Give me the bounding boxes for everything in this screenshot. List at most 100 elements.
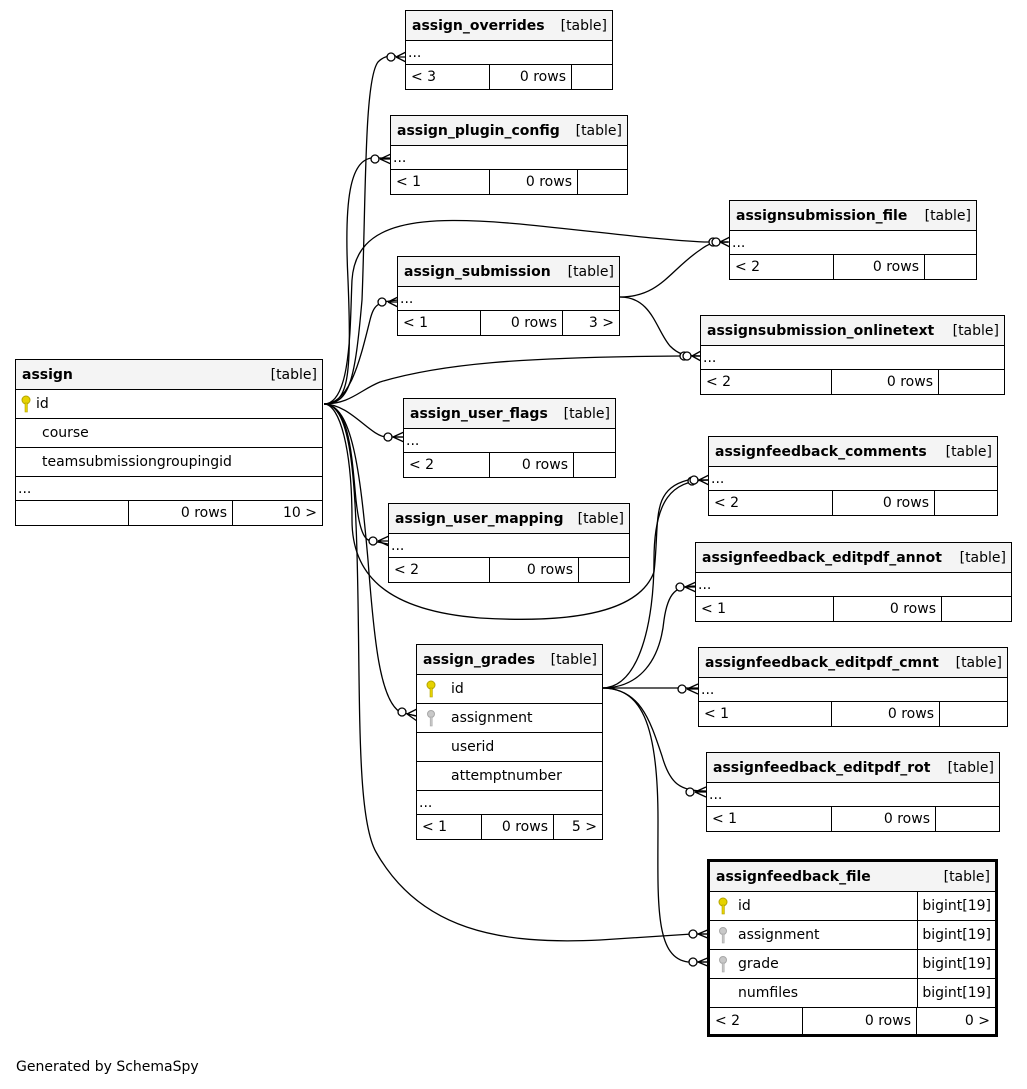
row-count: 0 rows	[481, 815, 553, 839]
column-row-course[interactable]: course	[16, 419, 322, 448]
children-count[interactable]	[924, 255, 976, 279]
column-name: attemptnumber	[451, 768, 562, 784]
table-assignfeedback-editpdf-cmnt[interactable]: assignfeedback_editpdf_cmnt [table] ... …	[698, 647, 1008, 727]
parents-count[interactable]: < 2	[714, 495, 740, 511]
table-assignfeedback-editpdf-rot[interactable]: assignfeedback_editpdf_rot [table] ... <…	[706, 752, 1000, 832]
column-row-assignment[interactable]: assignment	[417, 704, 602, 733]
table-assign-user-mapping[interactable]: assign_user_mapping [table] ... < 2 0 ro…	[388, 503, 630, 583]
column-row-numfiles[interactable]: numfiles bigint[19]	[710, 979, 995, 1008]
table-header: assignfeedback_comments [table]	[709, 437, 997, 467]
table-type-tag: [table]	[943, 868, 990, 885]
ellipsis-text: ...	[408, 44, 422, 61]
parents-count[interactable]: < 2	[394, 562, 420, 578]
row-count: 0 rows	[831, 702, 939, 726]
column-name: id	[36, 396, 49, 412]
table-type-tag: [table]	[550, 651, 597, 668]
parents-count[interactable]: < 2	[409, 457, 435, 473]
children-count[interactable]	[573, 453, 615, 477]
edge-grades-comments	[601, 479, 709, 689]
table-type-tag: [table]	[955, 654, 1002, 671]
edge-submission-file	[619, 241, 729, 298]
row-count: 0 rows	[831, 370, 938, 394]
column-name: course	[42, 425, 89, 441]
column-name: id	[738, 898, 751, 914]
column-type: bigint[19]	[917, 979, 995, 1007]
endpoint-cmnt	[677, 684, 687, 694]
table-assignfeedback-comments[interactable]: assignfeedback_comments [table] ... < 2 …	[708, 436, 998, 516]
parents-count[interactable]: < 1	[403, 315, 429, 331]
crowfoot-annot	[684, 581, 697, 593]
ellipsis-row: ...	[398, 287, 619, 311]
parents-count[interactable]: < 1	[704, 706, 730, 722]
table-header: assign_user_flags [table]	[404, 399, 615, 429]
column-row-attemptnumber[interactable]: attemptnumber	[417, 762, 602, 791]
row-count: 0 rows	[833, 597, 941, 621]
row-count: 0 rows	[489, 453, 573, 477]
table-assign-grades[interactable]: assign_grades [table] id assignment user…	[416, 644, 603, 840]
parents-count[interactable]: < 1	[422, 819, 448, 835]
endpoint-submission	[377, 297, 387, 307]
table-assign-overrides[interactable]: assign_overrides [table] ... < 3 0 rows	[405, 10, 613, 90]
column-name: grade	[738, 956, 779, 972]
children-count[interactable]	[934, 491, 997, 515]
table-assignfeedback-file[interactable]: assignfeedback_file [table] id bigint[19…	[707, 859, 998, 1037]
endpoint-file-grade	[688, 957, 698, 967]
column-row-assignment[interactable]: assignment bigint[19]	[710, 921, 995, 950]
parents-count[interactable]	[16, 501, 128, 525]
children-count[interactable]	[938, 370, 1004, 394]
children-count[interactable]	[935, 807, 999, 831]
parents-count[interactable]: < 2	[735, 259, 761, 275]
edge-assign-overrides	[323, 55, 397, 405]
parents-count[interactable]: < 2	[706, 374, 732, 390]
table-name: assign_plugin_config	[397, 122, 560, 139]
row-count: 0 rows	[480, 311, 562, 335]
table-assignfeedback-editpdf-annot[interactable]: assignfeedback_editpdf_annot [table] ...…	[695, 542, 1012, 622]
table-assignsubmission-onlinetext[interactable]: assignsubmission_onlinetext [table] ... …	[700, 315, 1005, 395]
table-footer: < 1 0 rows 3 >	[398, 311, 619, 335]
children-count[interactable]	[939, 702, 1007, 726]
parents-count[interactable]: < 1	[712, 811, 738, 827]
table-footer: < 1 0 rows 5 >	[417, 815, 602, 839]
parents-count[interactable]: < 2	[715, 1013, 741, 1029]
crowfoot-grades	[406, 708, 418, 722]
endpoint-comments-b	[689, 475, 699, 485]
table-assignsubmission-file[interactable]: assignsubmission_file [table] ... < 2 0 …	[729, 200, 977, 280]
table-assign-submission[interactable]: assign_submission [table] ... < 1 0 rows…	[397, 256, 620, 336]
children-count[interactable]: 3 >	[562, 311, 619, 335]
parents-count[interactable]: < 1	[701, 601, 727, 617]
table-footer: < 2 0 rows	[404, 453, 615, 477]
table-name: assignfeedback_editpdf_cmnt	[705, 654, 939, 671]
ellipsis-row: ...	[709, 467, 997, 491]
children-count[interactable]	[578, 558, 629, 582]
table-name: assign_grades	[423, 651, 536, 668]
column-row-teamsubmissiongroupingid[interactable]: teamsubmissiongroupingid	[16, 448, 322, 477]
children-count[interactable]	[577, 170, 627, 194]
table-type-tag: [table]	[924, 207, 971, 224]
table-footer: < 2 0 rows 0 >	[710, 1008, 995, 1034]
table-header: assignsubmission_onlinetext [table]	[701, 316, 1004, 346]
table-assign[interactable]: assign [table] id course teamsubmissiong…	[15, 359, 323, 526]
children-count[interactable]: 5 >	[553, 815, 602, 839]
crowfoot-overrides	[395, 51, 407, 63]
parents-count[interactable]: < 1	[396, 174, 422, 190]
crowfoot-comments	[698, 474, 710, 486]
column-row-id[interactable]: id	[417, 675, 602, 704]
endpoint-plugin-config	[370, 154, 380, 164]
children-count[interactable]	[941, 597, 1011, 621]
table-assign-user-flags[interactable]: assign_user_flags [table] ... < 2 0 rows	[403, 398, 616, 478]
table-name: assign_overrides	[412, 17, 545, 34]
column-row-id[interactable]: id	[16, 390, 322, 419]
children-count[interactable]: 0 >	[916, 1008, 995, 1034]
children-count[interactable]	[571, 65, 612, 89]
ellipsis-text: ...	[709, 786, 723, 803]
table-name: assign_submission	[404, 263, 551, 280]
foreign-key-icon	[417, 709, 445, 727]
column-row-userid[interactable]: userid	[417, 733, 602, 762]
parents-count[interactable]: < 3	[411, 69, 437, 85]
children-count[interactable]: 10 >	[232, 501, 322, 525]
column-row-id[interactable]: id bigint[19]	[710, 892, 995, 921]
table-assign-plugin-config[interactable]: assign_plugin_config [table] ... < 1 0 r…	[390, 115, 628, 195]
column-name: id	[451, 681, 464, 697]
column-row-grade[interactable]: grade bigint[19]	[710, 950, 995, 979]
